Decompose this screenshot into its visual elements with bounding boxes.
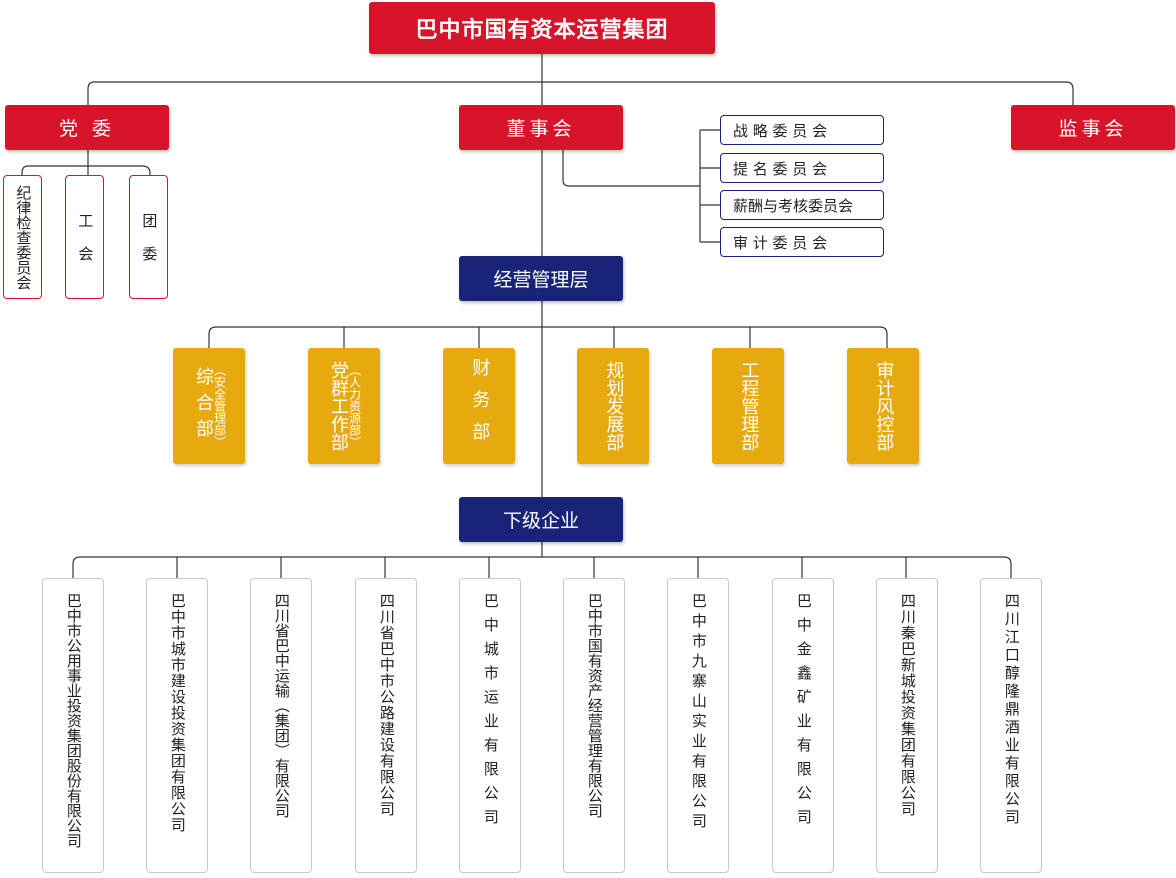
dept-main-label: 财务部 (469, 358, 491, 454)
connector-committee-bus (562, 129, 720, 243)
dept-engineering: 工程管理部 (712, 348, 784, 464)
committee-label: 薪酬与考核委员会 (733, 196, 854, 215)
dept-main-label: 党群工作部 (328, 361, 350, 451)
committee-strategy: 战 略 委 员 会 (720, 115, 884, 145)
subsidiaries-label: 下级企业 (502, 510, 579, 532)
party-committee-node: 党 委 (5, 105, 169, 150)
company-box: 巴中城市运业有限公司 (459, 578, 521, 873)
dept-main-label: 审计风控部 (873, 361, 895, 451)
company-name: 巴中市国有资产经营管理有限公司 (585, 593, 604, 818)
dept-general: 综合部 （安全管理部） (173, 348, 245, 464)
committee-compensation: 薪酬与考核委员会 (720, 190, 884, 220)
connector-dept-bus (208, 326, 888, 348)
dept-party-affairs: 党群工作部 （人力资源部） (308, 348, 380, 464)
dept-main-label: 工程管理部 (738, 361, 760, 451)
subsidiaries-node: 下级企业 (459, 497, 623, 542)
connector-party-bus (21, 150, 151, 175)
supervisory-board-node: 监事会 (1011, 105, 1175, 150)
dept-planning: 规划发展部 (577, 348, 649, 464)
dept-main-label: 规划发展部 (603, 361, 625, 451)
company-box: 巴中金鑫矿业有限公司 (772, 578, 834, 873)
dept-main-label: 综合部 (193, 367, 215, 445)
company-box: 巴中市公用事业投资集团股份有限公司 (42, 578, 104, 873)
party-child-league: 团 委 (129, 175, 168, 299)
party-child-label: 纪律检查委员会 (14, 184, 33, 290)
company-box: 四川省巴中运输（集团）有限公司 (250, 578, 312, 873)
company-name: 四川秦巴新城投资集团有限公司 (898, 593, 917, 817)
party-child-label: 工 会 (76, 213, 95, 261)
dept-finance: 财务部 (443, 348, 515, 464)
company-name: 巴中城市运业有限公司 (481, 593, 500, 833)
party-child-discipline: 纪律检查委员会 (3, 175, 42, 299)
connector-company-bus (72, 542, 1012, 578)
root-node: 巴中市国有资本运营集团 (369, 2, 715, 54)
management-node: 经营管理层 (459, 256, 623, 301)
company-box: 巴中市城市建设投资集团有限公司 (146, 578, 208, 873)
dept-audit-risk: 审计风控部 (847, 348, 919, 464)
committee-label: 提 名 委 员 会 (733, 159, 828, 178)
committee-nomination: 提 名 委 员 会 (720, 153, 884, 183)
party-child-union: 工 会 (65, 175, 104, 299)
management-label: 经营管理层 (493, 269, 589, 291)
company-box: 巴中市九寨山实业有限公司 (667, 578, 729, 873)
root-title: 巴中市国有资本运营集团 (415, 18, 669, 43)
dept-sub-label: （人力资源部） (347, 364, 362, 448)
company-box: 四川江口醇隆鼎酒业有限公司 (980, 578, 1042, 873)
party-committee-label: 党 委 (58, 118, 116, 140)
company-name: 四川江口醇隆鼎酒业有限公司 (1002, 593, 1021, 827)
board-label: 董事会 (506, 118, 576, 140)
board-node: 董事会 (459, 105, 623, 150)
company-name: 四川省巴中市公路建设有限公司 (377, 593, 396, 817)
company-name: 四川省巴中运输（集团）有限公司 (272, 593, 291, 818)
committee-audit: 审 计 委 员 会 (720, 227, 884, 257)
supervisory-board-label: 监事会 (1058, 118, 1128, 140)
connector-top-bus (87, 81, 1074, 105)
company-box: 巴中市国有资产经营管理有限公司 (563, 578, 625, 873)
company-name: 巴中市城市建设投资集团有限公司 (168, 593, 187, 833)
company-name: 巴中金鑫矿业有限公司 (794, 593, 813, 833)
company-name: 巴中市公用事业投资集团股份有限公司 (64, 593, 83, 848)
company-box: 四川省巴中市公路建设有限公司 (355, 578, 417, 873)
dept-sub-label: （安全管理部） (212, 364, 227, 448)
committee-label: 战 略 委 员 会 (733, 121, 828, 140)
party-child-label: 团 委 (140, 213, 159, 261)
committee-label: 审 计 委 员 会 (733, 233, 828, 252)
company-box: 四川秦巴新城投资集团有限公司 (876, 578, 938, 873)
company-name: 巴中市九寨山实业有限公司 (689, 593, 708, 833)
